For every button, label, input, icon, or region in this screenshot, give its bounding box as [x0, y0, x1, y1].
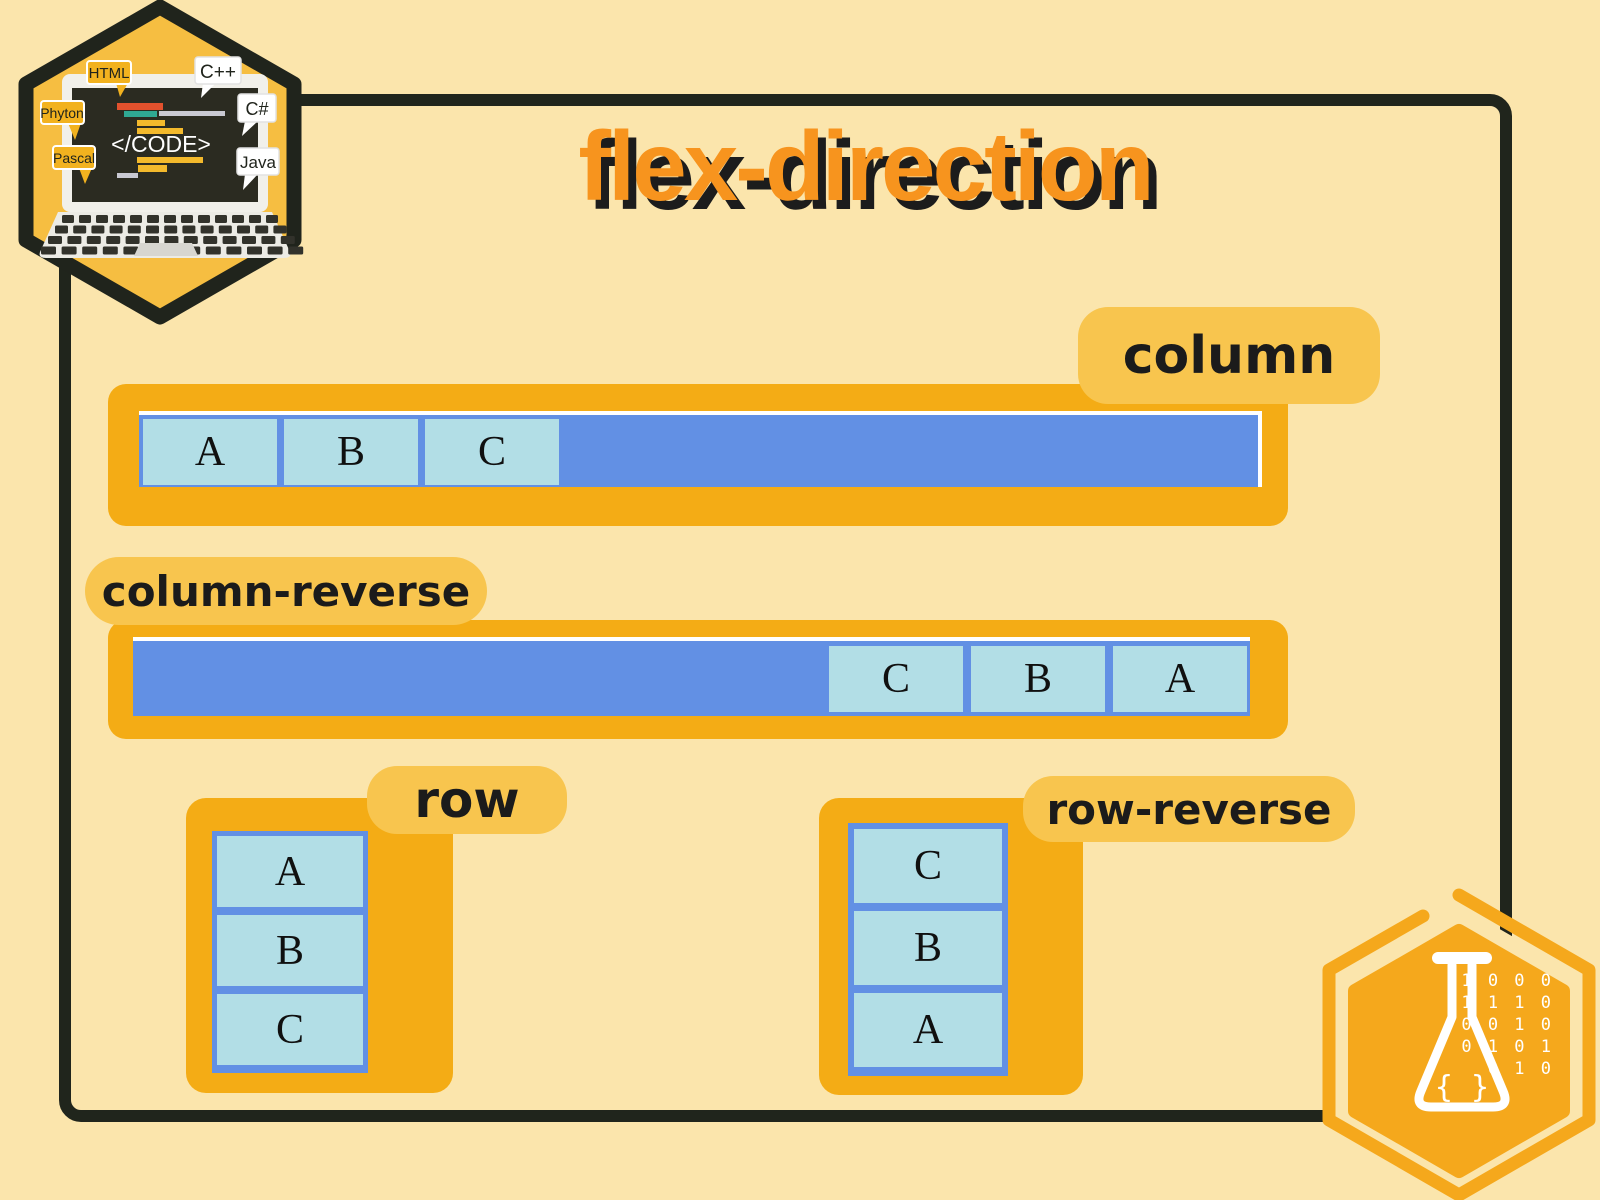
svg-text:HTML: HTML — [89, 65, 130, 82]
html-bubble: HTML — [86, 60, 132, 97]
java-bubble: Java — [236, 147, 280, 190]
laptop-screen — [72, 88, 258, 202]
row-reverse-demo-column: C B A — [848, 823, 1008, 1076]
column-label: column — [1078, 307, 1380, 404]
pascal-bubble: Pascal — [52, 145, 96, 184]
flex-item: A — [1113, 646, 1247, 712]
csharp-bubble: C# — [237, 93, 277, 136]
poster-frame — [59, 94, 1512, 1122]
flex-item: A — [143, 419, 277, 485]
flex-item: A — [217, 836, 363, 907]
svg-text:1 0 0 0: 1 0 0 0 — [1461, 971, 1554, 991]
svg-text:0 1 0 1: 0 1 0 1 — [1461, 1037, 1554, 1057]
svg-text:Pascal: Pascal — [53, 150, 95, 166]
hexagon-ring — [1322, 888, 1596, 1200]
page-title: flex-direction — [578, 111, 1154, 221]
laptop-base — [39, 212, 291, 258]
code-lab-hexagon-badge: { } 1 0 0 0 1 1 1 0 0 0 1 0 0 1 0 1 0 1 … — [1322, 888, 1596, 1200]
code-text: </CODE> — [111, 131, 211, 157]
svg-text:Java: Java — [240, 153, 276, 172]
flex-item: C — [854, 829, 1002, 903]
phyton-bubble: Phyton — [40, 100, 85, 140]
svg-text:0 0 1 0: 0 0 1 0 — [1461, 1015, 1554, 1035]
flex-item: C — [829, 646, 963, 712]
code-laptop-hexagon-badge: </CODE> HTML C++ Phyton C# Pascal — [18, 0, 304, 325]
flex-item: B — [217, 915, 363, 986]
laptop-keyboard — [41, 215, 304, 255]
flex-item: C — [217, 994, 363, 1065]
flex-item: A — [854, 993, 1002, 1067]
flex-item: C — [425, 419, 559, 485]
laptop-touchpad — [134, 243, 198, 256]
flask-icon — [1414, 952, 1510, 1112]
binary-digits: 1 0 0 0 1 1 1 0 0 0 1 0 0 1 0 1 0 1 0 — [1461, 971, 1554, 1079]
svg-text:C++: C++ — [200, 62, 236, 83]
svg-text:Phyton: Phyton — [40, 105, 84, 121]
row-label: row — [367, 766, 567, 834]
svg-text:0 1 0: 0 1 0 — [1488, 1059, 1554, 1079]
svg-text:C#: C# — [245, 99, 268, 119]
cpp-bubble: C++ — [194, 56, 242, 98]
column-reverse-demo-bar: C B A — [133, 637, 1250, 716]
flex-item: B — [971, 646, 1105, 712]
code-bars — [117, 103, 225, 178]
column-reverse-label: column-reverse — [85, 557, 487, 625]
flex-item: B — [854, 911, 1002, 985]
braces-text: { } — [1435, 1070, 1489, 1105]
language-bubbles: HTML C++ Phyton C# Pascal Java — [40, 56, 280, 190]
hexagon-fill-shape — [1348, 924, 1570, 1178]
flex-item: B — [284, 419, 418, 485]
column-demo-bar: A B C — [139, 411, 1262, 487]
row-reverse-label: row-reverse — [1023, 776, 1355, 842]
row-demo-column: A B C — [212, 831, 368, 1073]
svg-text:1 1 1 0: 1 1 1 0 — [1461, 993, 1554, 1013]
